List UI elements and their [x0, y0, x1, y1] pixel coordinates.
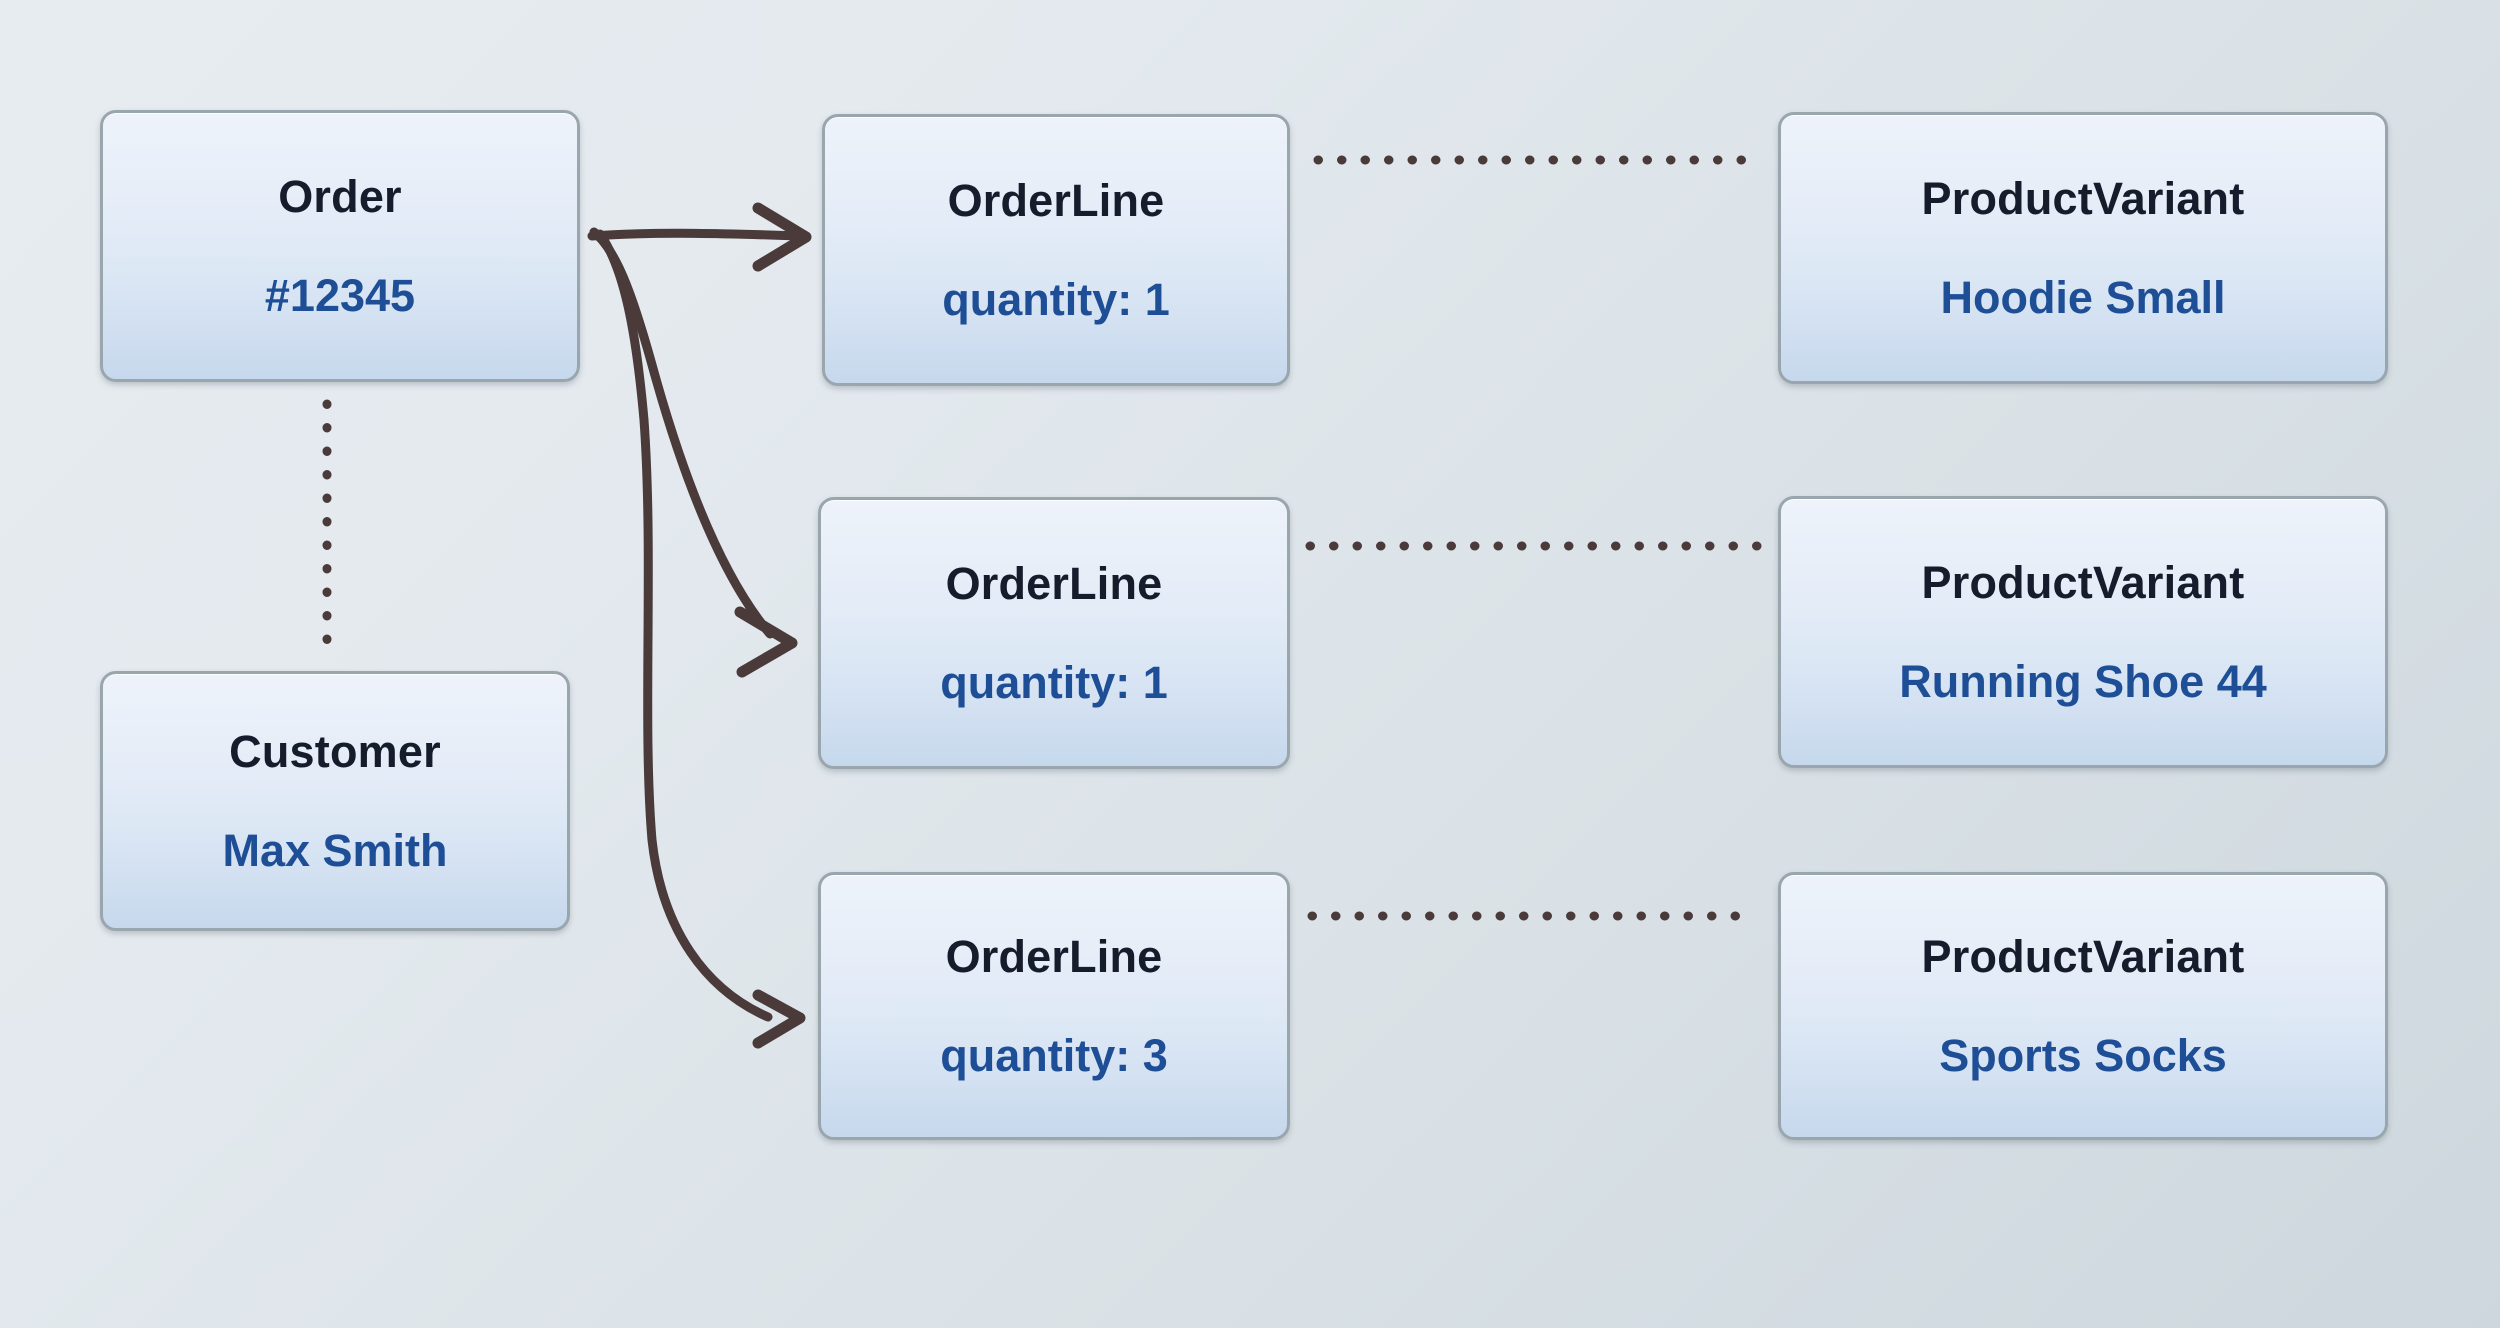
node-orderline-1[interactable]: OrderLine quantity: 1: [822, 114, 1290, 386]
node-order-title: Order: [278, 171, 402, 222]
node-productvariant-3-title: ProductVariant: [1921, 931, 2245, 982]
node-order-subtitle: #12345: [264, 270, 416, 321]
node-productvariant-3[interactable]: ProductVariant Sports Socks: [1778, 872, 2388, 1140]
node-customer-title: Customer: [229, 726, 441, 777]
node-productvariant-2-subtitle: Running Shoe 44: [1899, 656, 2267, 707]
node-orderline-3-title: OrderLine: [945, 931, 1163, 982]
node-order[interactable]: Order #12345: [100, 110, 580, 382]
node-orderline-2-subtitle: quantity: 1: [940, 657, 1168, 708]
node-productvariant-2[interactable]: ProductVariant Running Shoe 44: [1778, 496, 2388, 768]
node-productvariant-3-subtitle: Sports Socks: [1939, 1030, 2227, 1081]
node-customer-subtitle: Max Smith: [222, 825, 448, 876]
node-productvariant-2-title: ProductVariant: [1921, 557, 2245, 608]
edge-order-to-orderline-2: [589, 227, 798, 678]
node-orderline-2-title: OrderLine: [945, 558, 1163, 609]
node-customer[interactable]: Customer Max Smith: [100, 671, 570, 931]
node-orderline-3-subtitle: quantity: 3: [940, 1030, 1168, 1081]
node-orderline-3[interactable]: OrderLine quantity: 3: [818, 872, 1290, 1140]
node-productvariant-1-subtitle: Hoodie Small: [1940, 272, 2226, 323]
node-productvariant-1-title: ProductVariant: [1921, 173, 2245, 224]
node-orderline-2[interactable]: OrderLine quantity: 1: [818, 497, 1290, 769]
node-orderline-1-subtitle: quantity: 1: [942, 274, 1170, 325]
edge-order-to-orderline-1: [587, 202, 812, 272]
node-orderline-1-title: OrderLine: [947, 175, 1165, 226]
edge-order-to-orderline-3: [595, 229, 806, 1049]
node-productvariant-1[interactable]: ProductVariant Hoodie Small: [1778, 112, 2388, 384]
